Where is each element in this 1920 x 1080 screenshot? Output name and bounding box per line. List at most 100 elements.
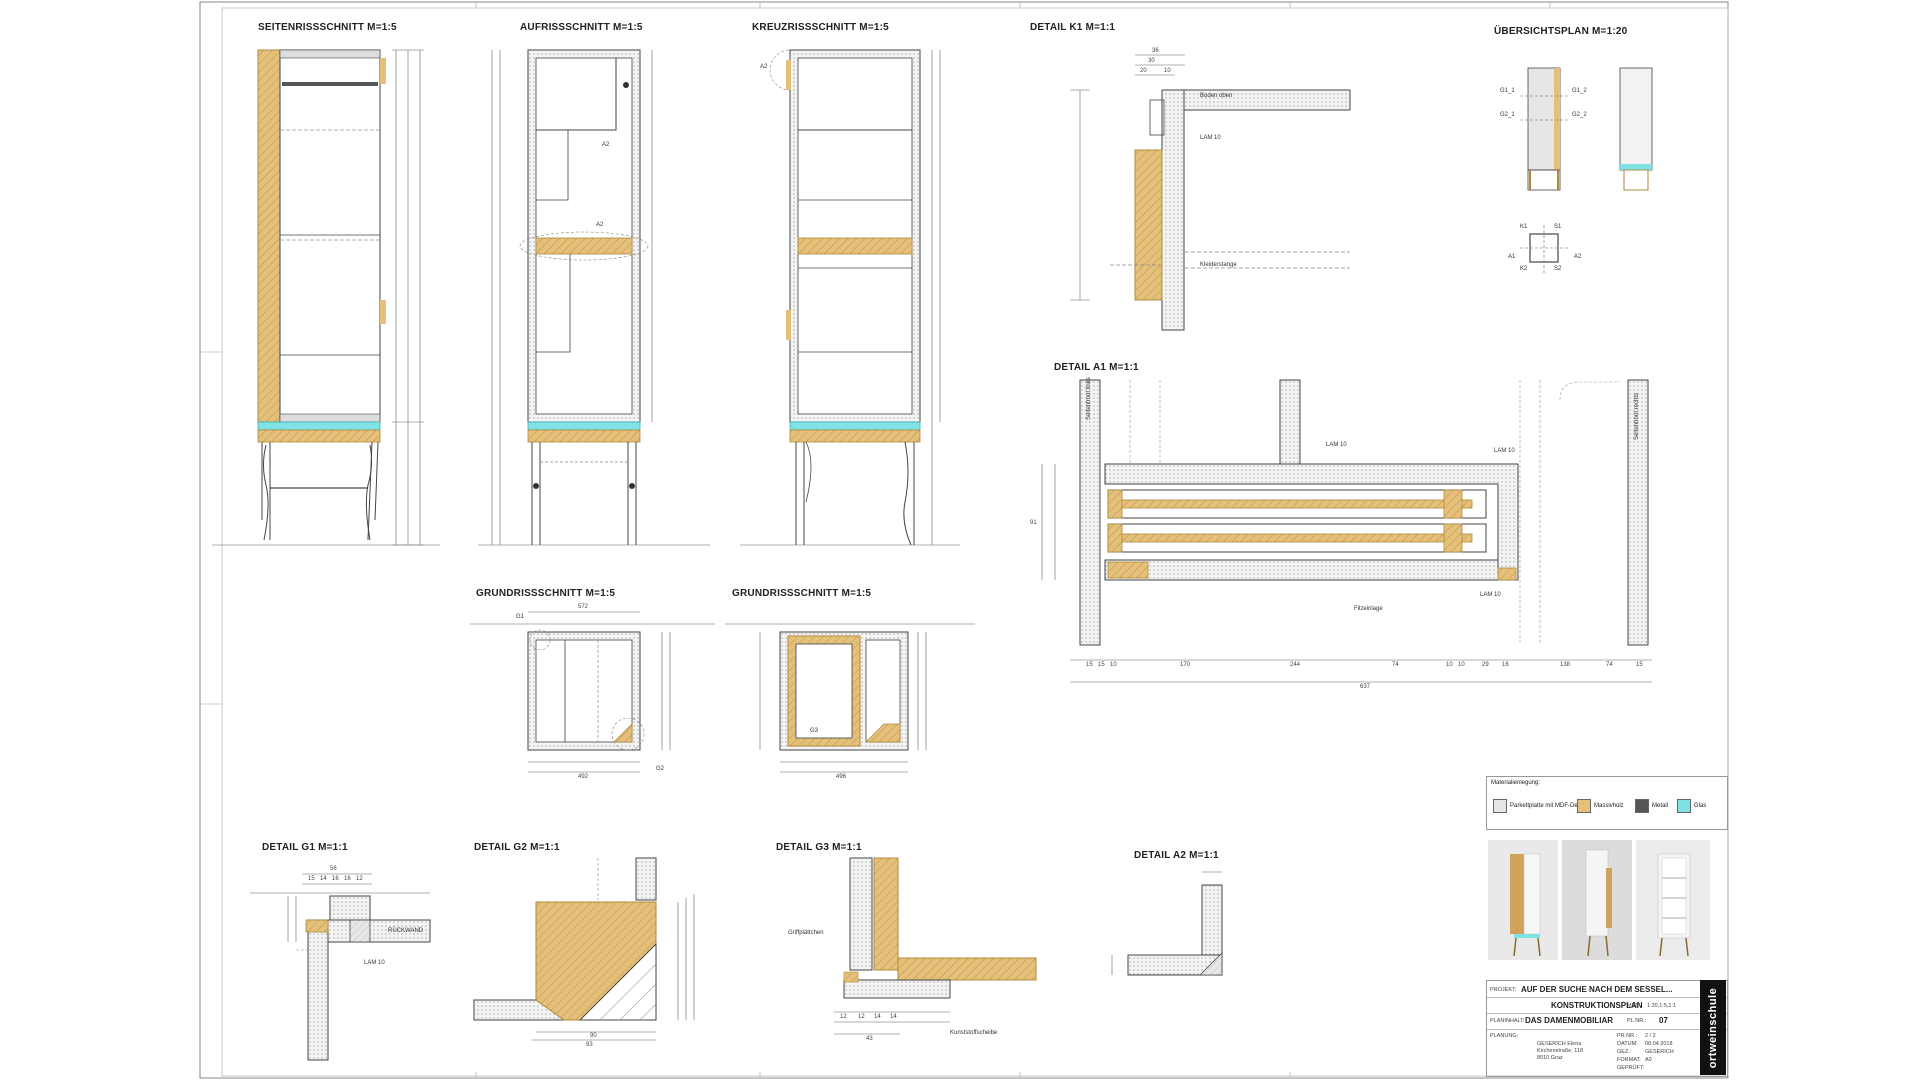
tb-projekt-value: AUF DER SUCHE NACH DEM SESSEL... (1521, 985, 1673, 994)
dim-g1-1: 15 (308, 876, 315, 882)
dim-a1-4: 244 (1290, 662, 1301, 668)
detail-k1 (1070, 54, 1351, 331)
note-lam10-a1b: LAM 10 (1494, 448, 1515, 454)
detail-a1 (1041, 379, 1652, 683)
material-legend: Materialienlegung: Parkettplatte mit MDF… (1486, 776, 1728, 830)
title-aufriss: AUFRISSSCHNITT M=1:5 (520, 22, 643, 33)
dim-grund1-bottom: 492 (578, 774, 589, 780)
dim-a1-7: 10 (1458, 662, 1465, 668)
note-a2-kreuz: A2 (760, 64, 768, 70)
tb-planer-city: 8010 Graz (1537, 1055, 1563, 1061)
dim-a1-1: 15 (1098, 662, 1105, 668)
tb-planung-key: PLANUNG: (1490, 1033, 1519, 1039)
legend-item-wood: Massivholz (1577, 799, 1624, 813)
title-kreuzriss: KREUZRISSSCHNITT M=1:5 (752, 22, 889, 33)
dim-a1-2: 10 (1110, 662, 1117, 668)
legend-item-board: Parkettplatte mit MDF-Deck (1493, 799, 1584, 813)
note-ov-g1-1: G1_1 (1500, 88, 1515, 94)
tb-format-value: A0 (1645, 1057, 1652, 1063)
note-ov-a2: A2 (1574, 254, 1582, 260)
dim-a1-3: 170 (1180, 662, 1191, 668)
tb-mst-key: MST: (1627, 1003, 1640, 1009)
dim-g2-0: 90 (590, 1033, 597, 1039)
overview-plan (1520, 67, 1653, 275)
tb-geprueft-key: GEPRÜFT: (1617, 1065, 1645, 1071)
title-grundriss-2: GRUNDRISSSCHNITT M=1:5 (732, 588, 872, 599)
detail-g1 (250, 873, 431, 1061)
legend-swatch-metal (1635, 799, 1649, 813)
dim-g1-3: 16 (332, 876, 339, 882)
dim-g3-3: 14 (890, 1014, 897, 1020)
note-seitenfront-links: Seitenfront links (1086, 377, 1092, 420)
dim-a1-9: 16 (1502, 662, 1509, 668)
dim-g1-0: 56 (330, 866, 337, 872)
dim-g3-1: 12 (858, 1014, 865, 1020)
dim-a1-5: 74 (1392, 662, 1399, 668)
tb-planinhalt-value: DAS DAMENMOBILIAR (1525, 1016, 1613, 1025)
legend-label-glass: Glas (1694, 803, 1707, 809)
detail-g3 (834, 857, 1037, 1035)
title-uebersicht: ÜBERSICHTSPLAN M=1:20 (1494, 26, 1628, 37)
tb-prnr-value: 2 / 2 (1645, 1033, 1656, 1039)
dim-g3-2: 14 (874, 1014, 881, 1020)
tb-gez-key: GEZ.: (1617, 1049, 1632, 1055)
brand-logo: ortweinschule (1700, 980, 1726, 1075)
dim-a1-10: 138 (1560, 662, 1571, 668)
legend-title: Materialienlegung: (1491, 780, 1541, 786)
title-detail-k1: DETAIL K1 M=1:1 (1030, 22, 1116, 33)
note-boden-oben: Boden oben (1200, 93, 1233, 99)
dim-a1-left: 91 (1030, 520, 1037, 526)
dim-k1-0: 36 (1152, 48, 1159, 54)
legend-item-glass: Glas (1677, 799, 1706, 813)
detail-a2 (1111, 871, 1223, 976)
tb-mst-value: 1:20,1:5,1:1 (1647, 1003, 1677, 1009)
note-g2: G2 (656, 766, 665, 772)
dim-g1-2: 14 (320, 876, 327, 882)
note-kunststoffscheibe: Kunststoffscheibe (950, 1030, 998, 1036)
dim-g3-4: 43 (866, 1036, 873, 1042)
legend-swatch-glass (1677, 799, 1691, 813)
note-filzeinlage: Filzeinlage (1354, 606, 1383, 612)
dim-grund2-bottom: 496 (836, 774, 847, 780)
tb-planer-name: GESERICH Elena (1537, 1041, 1582, 1047)
note-a2-aufriss-2: A2 (596, 222, 604, 228)
note-lam10-a1c: LAM 10 (1480, 592, 1501, 598)
tb-format-key: FORMAT: (1617, 1057, 1641, 1063)
title-block: PROJEKT: AUF DER SUCHE NACH DEM SESSEL..… (1486, 980, 1728, 1077)
note-g3: G3 (810, 728, 819, 734)
note-ov-a1: A1 (1508, 254, 1516, 260)
title-detail-a2: DETAIL A2 M=1:1 (1134, 850, 1219, 861)
inner-frame (221, 7, 1729, 1077)
title-grundriss-1: GRUNDRISSSCHNITT M=1:5 (476, 588, 616, 599)
legend-label-board: Parkettplatte mit MDF-Deck (1510, 803, 1584, 809)
detail-g2 (473, 857, 695, 1041)
dim-a1-12: 15 (1636, 662, 1643, 668)
tb-plnr-value: 07 (1659, 1016, 1668, 1025)
product-photo (1488, 840, 1710, 960)
title-detail-g1: DETAIL G1 M=1:1 (262, 842, 348, 853)
dim-a1-8: 29 (1482, 662, 1489, 668)
dim-a1-0: 15 (1086, 662, 1093, 668)
legend-swatch-board (1493, 799, 1507, 813)
note-ov-s2: S2 (1554, 266, 1562, 272)
legend-label-metal: Metall (1652, 803, 1669, 809)
note-rueckwand: RÜCKWAND (388, 928, 424, 934)
note-ov-g1-2: G1_2 (1572, 88, 1587, 94)
title-seitenriss: SEITENRISSSCHNITT M=1:5 (258, 22, 397, 33)
note-ov-g2-2: G2_2 (1572, 112, 1587, 118)
dim-g3-0: 12 (840, 1014, 847, 1020)
note-griffplaettchen: Griffplättchen (788, 930, 824, 936)
note-lam10-a1a: LAM 10 (1326, 442, 1347, 448)
tb-datum-value: 08.04.2018 (1645, 1041, 1673, 1047)
brand-text: ortweinschule (1707, 987, 1719, 1068)
dim-k1-1: 30 (1148, 58, 1155, 64)
floor-plan-2 (725, 623, 975, 773)
note-ov-g2-1: G2_1 (1500, 112, 1515, 118)
dim-grund1-top: 572 (578, 604, 589, 610)
note-g1: G1 (516, 614, 525, 620)
cabinet-side-section (212, 49, 440, 546)
dim-a1-6: 10 (1446, 662, 1453, 668)
note-a2-aufriss: A2 (602, 142, 610, 148)
dim-k1-2: 20 (1140, 68, 1147, 74)
